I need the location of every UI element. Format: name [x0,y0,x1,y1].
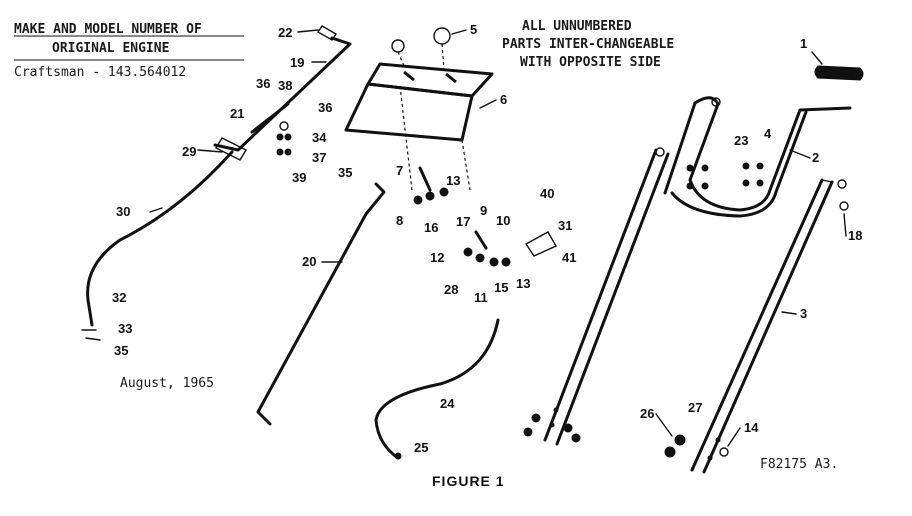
label-part-32: 32 [112,290,126,305]
label-part-3: 3 [800,306,807,321]
label-part-36b: 36 [318,100,332,115]
label-part-39: 39 [292,170,306,185]
label-part-24: 24 [440,396,455,411]
lower-handle-left-part [543,148,670,446]
label-part-21: 21 [230,106,244,121]
label-part-36a: 36 [256,76,270,91]
header-right-line3: WITH OPPOSITE SIDE [520,55,661,70]
upper-handle-part [663,96,852,218]
label-part-19: 19 [290,55,304,70]
label-part-37: 37 [312,150,326,165]
header-right-line2: PARTS INTER-CHANGEABLE [502,37,674,52]
date-text: August, 1965 [120,376,214,391]
label-part-9: 9 [480,203,487,218]
header-interchangeable-note: ALL UNNUMBERED PARTS INTER-CHANGEABLE WI… [502,19,674,70]
label-part-13b: 13 [516,276,530,291]
handle-grip-part [814,65,864,81]
control-panel-part [344,62,494,191]
label-part-22: 22 [278,25,292,40]
reference-code: F82175 A3. [760,457,838,472]
label-part-25: 25 [414,440,428,455]
label-part-5: 5 [470,22,477,37]
control-rod-part [256,182,386,426]
label-part-1: 1 [800,36,807,51]
header-left-line3: Craftsman - 143.564012 [14,65,186,80]
label-part-20: 20 [302,254,316,269]
label-part-30: 30 [116,204,130,219]
header-left-line2: ORIGINAL ENGINE [52,41,169,56]
label-part-11: 11 [474,290,488,305]
label-part-7: 7 [396,163,403,178]
label-part-40: 40 [540,186,554,201]
label-part-14: 14 [744,420,759,435]
lower-handle-right-part [690,178,834,474]
label-part-27: 27 [688,400,702,415]
header-right-line1: ALL UNNUMBERED [522,19,632,34]
figure-caption: FIGURE 1 [432,473,505,489]
label-part-8: 8 [396,213,403,228]
label-part-13a: 13 [446,173,460,188]
part-number-labels: 1 2 3 4 5 6 7 8 9 10 11 12 13 13 14 15 1… [112,22,862,455]
label-part-35a: 35 [338,165,352,180]
label-part-4: 4 [764,126,772,141]
label-part-15: 15 [494,280,508,295]
label-part-31: 31 [558,218,572,233]
label-part-2: 2 [812,150,819,165]
knob-part [391,27,451,71]
throttle-rod-part [213,25,352,152]
label-part-6: 6 [500,92,507,107]
hardware-cluster [250,102,849,460]
label-part-12: 12 [430,250,444,265]
label-part-41: 41 [562,250,576,265]
label-part-33: 33 [118,321,132,336]
bail-cable-part [374,318,500,460]
label-part-38: 38 [278,78,292,93]
label-part-35b: 35 [114,343,128,358]
label-part-28: 28 [444,282,458,297]
label-part-17: 17 [456,214,470,229]
label-part-18: 18 [848,228,862,243]
header-left-line1: MAKE AND MODEL NUMBER OF [14,22,202,37]
header-engine-info: MAKE AND MODEL NUMBER OF ORIGINAL ENGINE… [14,22,244,80]
label-part-26: 26 [640,406,654,421]
label-part-16: 16 [424,220,438,235]
cable-part [81,137,247,341]
label-part-34: 34 [312,130,327,145]
label-part-10: 10 [496,213,510,228]
label-part-23: 23 [734,133,748,148]
label-part-29: 29 [182,144,196,159]
leader-lines [149,29,847,447]
